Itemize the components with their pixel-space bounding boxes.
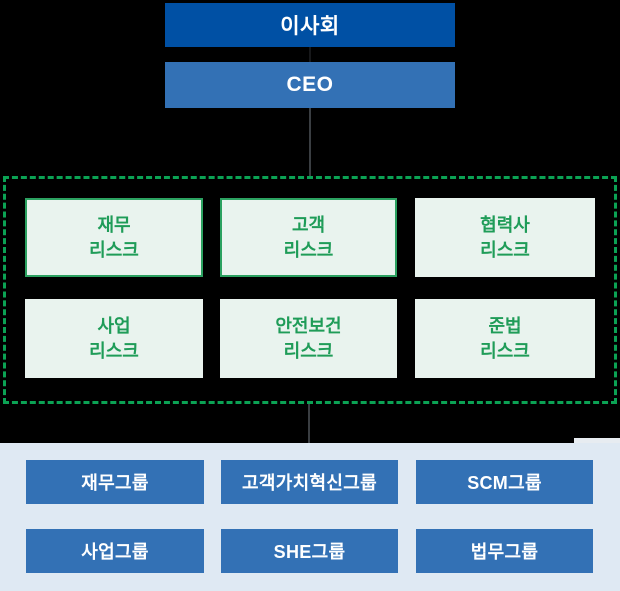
risk-box-safety-health: 안전보건 리스크: [220, 299, 397, 378]
ceo-label: CEO: [286, 73, 334, 96]
group-box-she: SHE그룹: [221, 529, 398, 573]
group-box-scm: SCM그룹: [416, 460, 593, 504]
risk-label-line1: 협력사: [480, 214, 530, 235]
board-box: 이사회: [165, 3, 455, 47]
risk-label-line1: 재무: [97, 214, 131, 235]
risk-label-line1: 고객: [291, 214, 326, 235]
risk-label-line2: 리스크: [283, 340, 334, 361]
risk-label-line1: 사업: [97, 315, 131, 336]
risk-box-customer: 고객 리스크: [220, 198, 397, 277]
risk-box-finance: 재무 리스크: [25, 198, 203, 277]
group-box-finance: 재무그룹: [26, 460, 204, 504]
group-panel-notch: [574, 438, 620, 446]
risk-box-partner: 협력사 리스크: [415, 198, 595, 277]
risk-area-dashed-border: [3, 176, 617, 404]
group-label: SHE그룹: [273, 542, 346, 562]
risk-label-line1: 준법: [488, 315, 522, 336]
group-box-customer-value-innovation: 고객가치혁신그룹: [221, 460, 398, 504]
group-label: 재무그룹: [81, 473, 149, 493]
group-label: 고객가치혁신그룹: [242, 473, 377, 493]
group-box-legal: 법무그룹: [416, 529, 593, 573]
ceo-box: CEO: [165, 62, 455, 108]
connector-ceo-risk-area: [309, 108, 311, 176]
connector-board-ceo: [309, 47, 311, 63]
group-label: 법무그룹: [470, 542, 539, 562]
group-label: 사업그룹: [81, 542, 149, 562]
group-box-business: 사업그룹: [26, 529, 204, 573]
risk-box-compliance: 준법 리스크: [415, 299, 595, 378]
connector-risk-area-groups: [308, 404, 310, 443]
board-label: 이사회: [280, 15, 340, 38]
risk-label-line1: 안전보건: [275, 315, 342, 336]
risk-label-line2: 리스크: [89, 239, 139, 260]
risk-label-line2: 리스크: [480, 239, 530, 260]
risk-label-line2: 리스크: [480, 340, 530, 361]
group-label: SCM그룹: [467, 473, 542, 493]
risk-label-line2: 리스크: [283, 239, 334, 260]
risk-label-line2: 리스크: [89, 340, 139, 361]
risk-box-business: 사업 리스크: [25, 299, 203, 378]
